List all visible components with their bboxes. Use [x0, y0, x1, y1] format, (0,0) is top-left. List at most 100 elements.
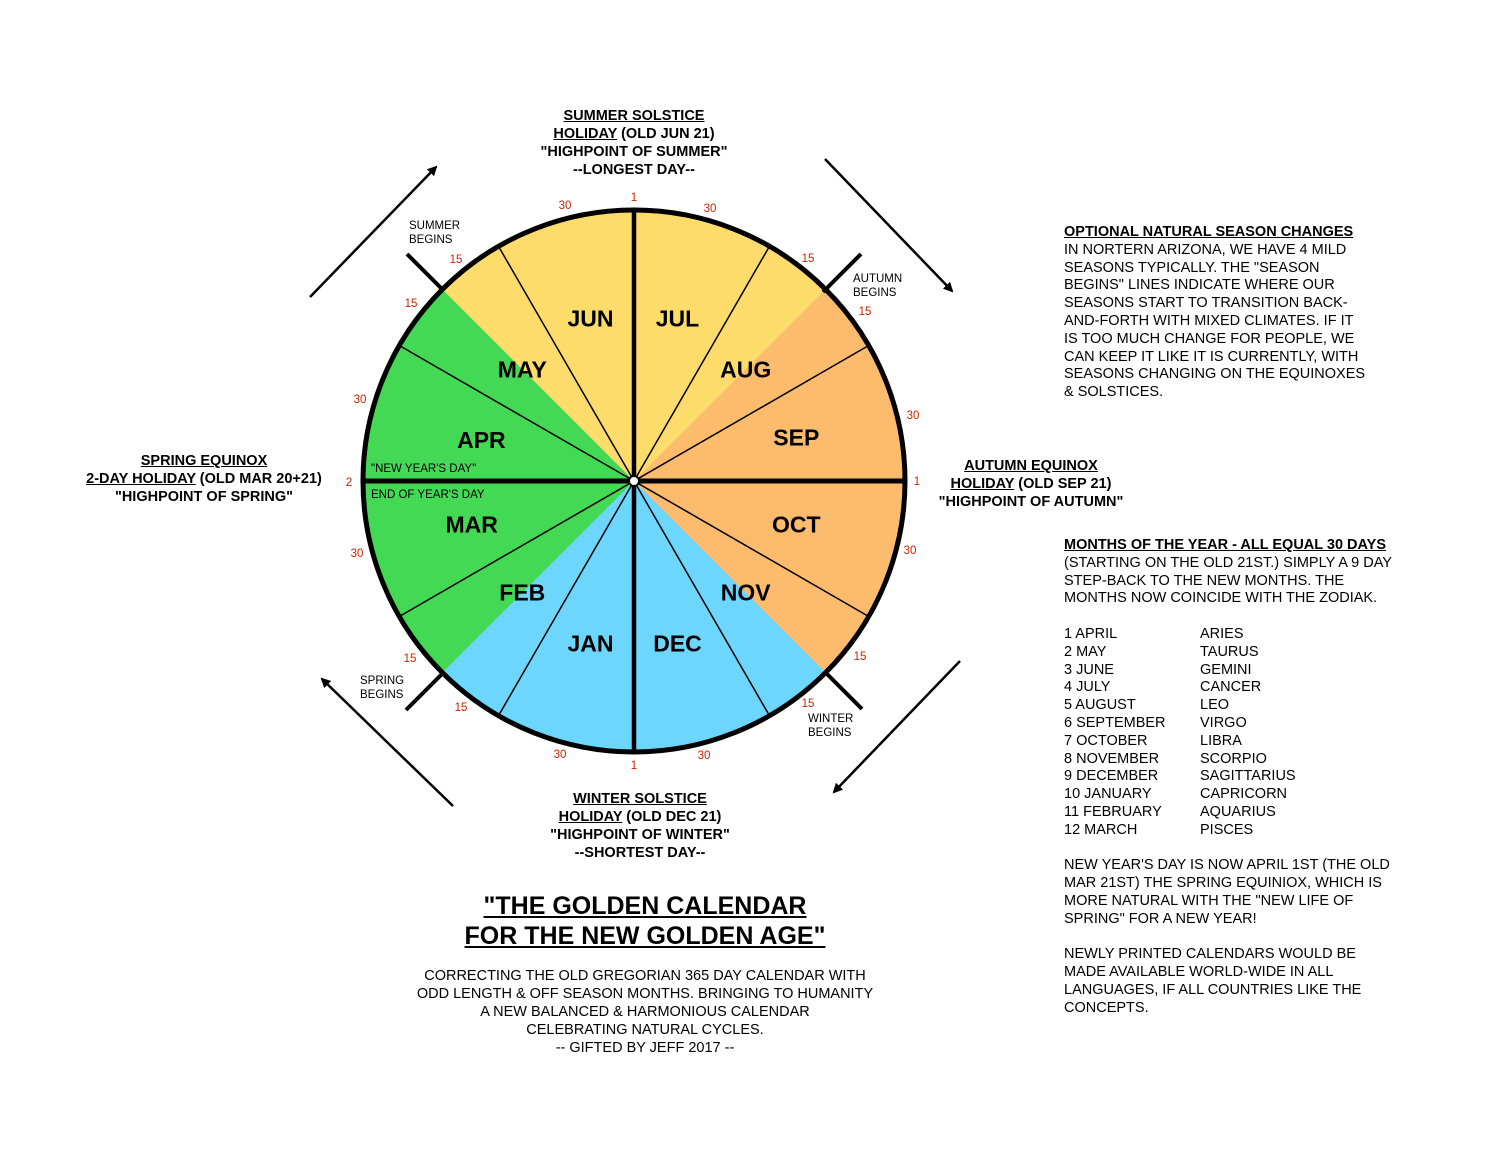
- zodiac-month: 5 AUGUST: [1064, 697, 1136, 714]
- autumn-equinox-caption: AUTUMN EQUINOX HOLIDAY (OLD SEP 21) "HIG…: [900, 457, 1162, 511]
- month-sector-dec: [634, 481, 770, 752]
- autumn-begins-tick: [821, 252, 863, 294]
- zodiac-row: 7 OCTOBER LIBRA: [1064, 733, 1484, 751]
- zodiac-month: 8 NOVEMBER: [1064, 750, 1160, 767]
- day-number-top: 1: [631, 192, 637, 204]
- winter-solstice-highpoint: "HIGHPOINT OF WINTER": [550, 827, 730, 843]
- spring-equinox-caption: SPRING EQUINOX 2-DAY HOLIDAY (OLD MAR 20…: [64, 452, 344, 506]
- autumn-equinox-holiday: HOLIDAY (OLD SEP 21): [900, 475, 1162, 493]
- optional-seasons-section: OPTIONAL NATURAL SEASON CHANGES IN NORTE…: [1064, 224, 1484, 402]
- zodiac-sign: AQUARIUS: [1200, 803, 1276, 820]
- day-number-top-left: 30: [559, 200, 572, 212]
- month-label-aug: AUG: [720, 356, 771, 382]
- autumn-equinox-highpoint: "HIGHPOINT OF AUTUMN": [938, 494, 1124, 510]
- summer-solstice-old-date: (OLD JUN 21): [617, 126, 715, 142]
- new-year-note-line: MAR 21ST) THE SPRING EQUINIOX, WHICH IS: [1064, 875, 1382, 892]
- winter-transition-fill: [634, 481, 826, 716]
- day-number-left-upper: 30: [354, 394, 367, 406]
- day-number-spring-begins-upper: 15: [404, 653, 417, 665]
- month-divider-5: [633, 480, 771, 717]
- summer-solstice-title: SUMMER SOLSTICE: [563, 108, 705, 124]
- autumn-begins-label-1: AUTUMN: [853, 273, 902, 285]
- zodiac-sign: CANCER: [1200, 679, 1262, 696]
- day-number-autumn-begins-lower: 15: [859, 306, 872, 318]
- spring-equinox-holiday: 2-DAY HOLIDAY (OLD MAR 20+21): [64, 470, 344, 488]
- panel-spacer: [1064, 402, 1484, 537]
- zodiac-sign: GEMINI: [1200, 661, 1252, 678]
- zodiac-sign: SCORPIO: [1200, 750, 1267, 767]
- day-number-right-lower: 30: [904, 545, 917, 557]
- spring-begins-label-1: SPRING: [360, 675, 404, 687]
- summer-transition-fill: [442, 246, 634, 481]
- printed-note-line: LANGUAGES, IF ALL COUNTRIES LIKE THE: [1064, 981, 1362, 998]
- month-label-may: MAY: [498, 356, 547, 382]
- month-sector-jul: [634, 210, 770, 481]
- month-sector-mar: [363, 481, 634, 617]
- day-number-right-upper: 30: [907, 410, 920, 422]
- optional-seasons-text: IN NORTERN ARIZONA, WE HAVE 4 MILD SEASON…: [1064, 242, 1484, 402]
- day-number-bottom: 1: [631, 760, 637, 772]
- winter-begins-label-1: WINTER: [808, 713, 853, 725]
- zodiac-month: 10 JANUARY: [1064, 786, 1152, 803]
- page-title-line-1: "THE GOLDEN CALENDAR: [483, 892, 807, 920]
- month-label-jan: JAN: [567, 630, 613, 656]
- zodiac-sign: LIBRA: [1200, 732, 1242, 749]
- subtitle-line-2: ODD LENGTH & OFF SEASON MONTHS. BRINGING…: [416, 986, 874, 1002]
- day-number-left: 2: [346, 477, 352, 489]
- month-label-apr: APR: [457, 427, 506, 453]
- day-number-bottom-right: 30: [698, 750, 711, 762]
- optional-seasons-line: & SOLSTICES.: [1064, 384, 1164, 401]
- arrow-up-right: [309, 165, 438, 298]
- printed-note-line: MADE AVAILABLE WORLD-WIDE IN ALL: [1064, 964, 1334, 981]
- zodiac-month: 7 OCTOBER: [1064, 732, 1148, 749]
- day-number-top-right: 30: [704, 203, 717, 215]
- spring-transition-fill: [399, 481, 634, 673]
- new-year-note: NEW YEAR'S DAY IS NOW APRIL 1ST (THE OLD…: [1064, 857, 1484, 928]
- optional-seasons-line: IN NORTERN ARIZONA, WE HAVE 4 MILD: [1064, 241, 1347, 258]
- printed-note-line: CONCEPTS.: [1064, 999, 1149, 1016]
- winter-begins-label-2: BEGINS: [808, 727, 852, 739]
- zodiac-row: 4 JULY CANCER: [1064, 679, 1484, 697]
- optional-seasons-line: CAN KEEP IT LIKE IT IS CURRENTLY, WITH: [1064, 348, 1359, 365]
- zodiac-row: 8 NOVEMBER SCORPIO: [1064, 751, 1484, 769]
- month-sector-feb: [399, 481, 634, 716]
- zodiac-month: 11 FEBRUARY: [1064, 803, 1162, 820]
- zodiac-gap: [1064, 840, 1484, 858]
- day-number-left-lower: 30: [351, 548, 364, 560]
- zodiac-row: 11 FEBRUARY AQUARIUS: [1064, 804, 1484, 822]
- subtitle-line-1: CORRECTING THE OLD GREGORIAN 365 DAY CAL…: [424, 968, 866, 984]
- zodiac-sign: CAPRICORN: [1200, 786, 1288, 803]
- page-title-line-2: FOR THE NEW GOLDEN AGE": [464, 922, 826, 950]
- autumn-equinox-title: AUTUMN EQUINOX: [964, 458, 1098, 474]
- months-description-line: MONTHS NOW COINCIDE WITH THE ZODIAK.: [1064, 590, 1378, 607]
- months-description-line: STEP-BACK TO THE NEW MONTHS. THE: [1064, 572, 1345, 589]
- autumn-begins-label-2: BEGINS: [853, 287, 897, 299]
- day-number-winter-begins-lower: 15: [802, 698, 815, 710]
- month-sector-jan: [498, 481, 634, 752]
- new-year-note-line: MORE NATURAL WITH THE "NEW LIFE OF: [1064, 892, 1354, 909]
- zodiac-month: 6 SEPTEMBER: [1064, 714, 1166, 731]
- winter-solstice-holiday-word: HOLIDAY: [558, 809, 623, 825]
- month-label-dec: DEC: [653, 630, 702, 656]
- day-number-right: 1: [914, 476, 920, 488]
- month-sector-apr: [363, 345, 634, 481]
- spring-equinox-holiday-word: 2-DAY HOLIDAY: [86, 471, 196, 487]
- day-number-autumn-begins-upper: 15: [802, 253, 815, 265]
- winter-solstice-note: --SHORTEST DAY--: [574, 845, 706, 861]
- zodiac-sign: ARIES: [1200, 625, 1244, 642]
- month-sector-jun: [498, 210, 634, 481]
- autumn-equinox-holiday-word: HOLIDAY: [950, 476, 1015, 492]
- summer-solstice-holiday: HOLIDAY (OLD JUN 21): [494, 125, 774, 143]
- month-divider-2: [497, 245, 635, 482]
- printed-note-line: NEWLY PRINTED CALENDARS WOULD BE: [1064, 946, 1356, 963]
- zodiac-month: 4 JULY: [1064, 679, 1111, 696]
- spring-begins-label-2: BEGINS: [360, 689, 404, 701]
- optional-seasons-line: SEASONS CHANGING ON THE EQUINOXES: [1064, 366, 1366, 383]
